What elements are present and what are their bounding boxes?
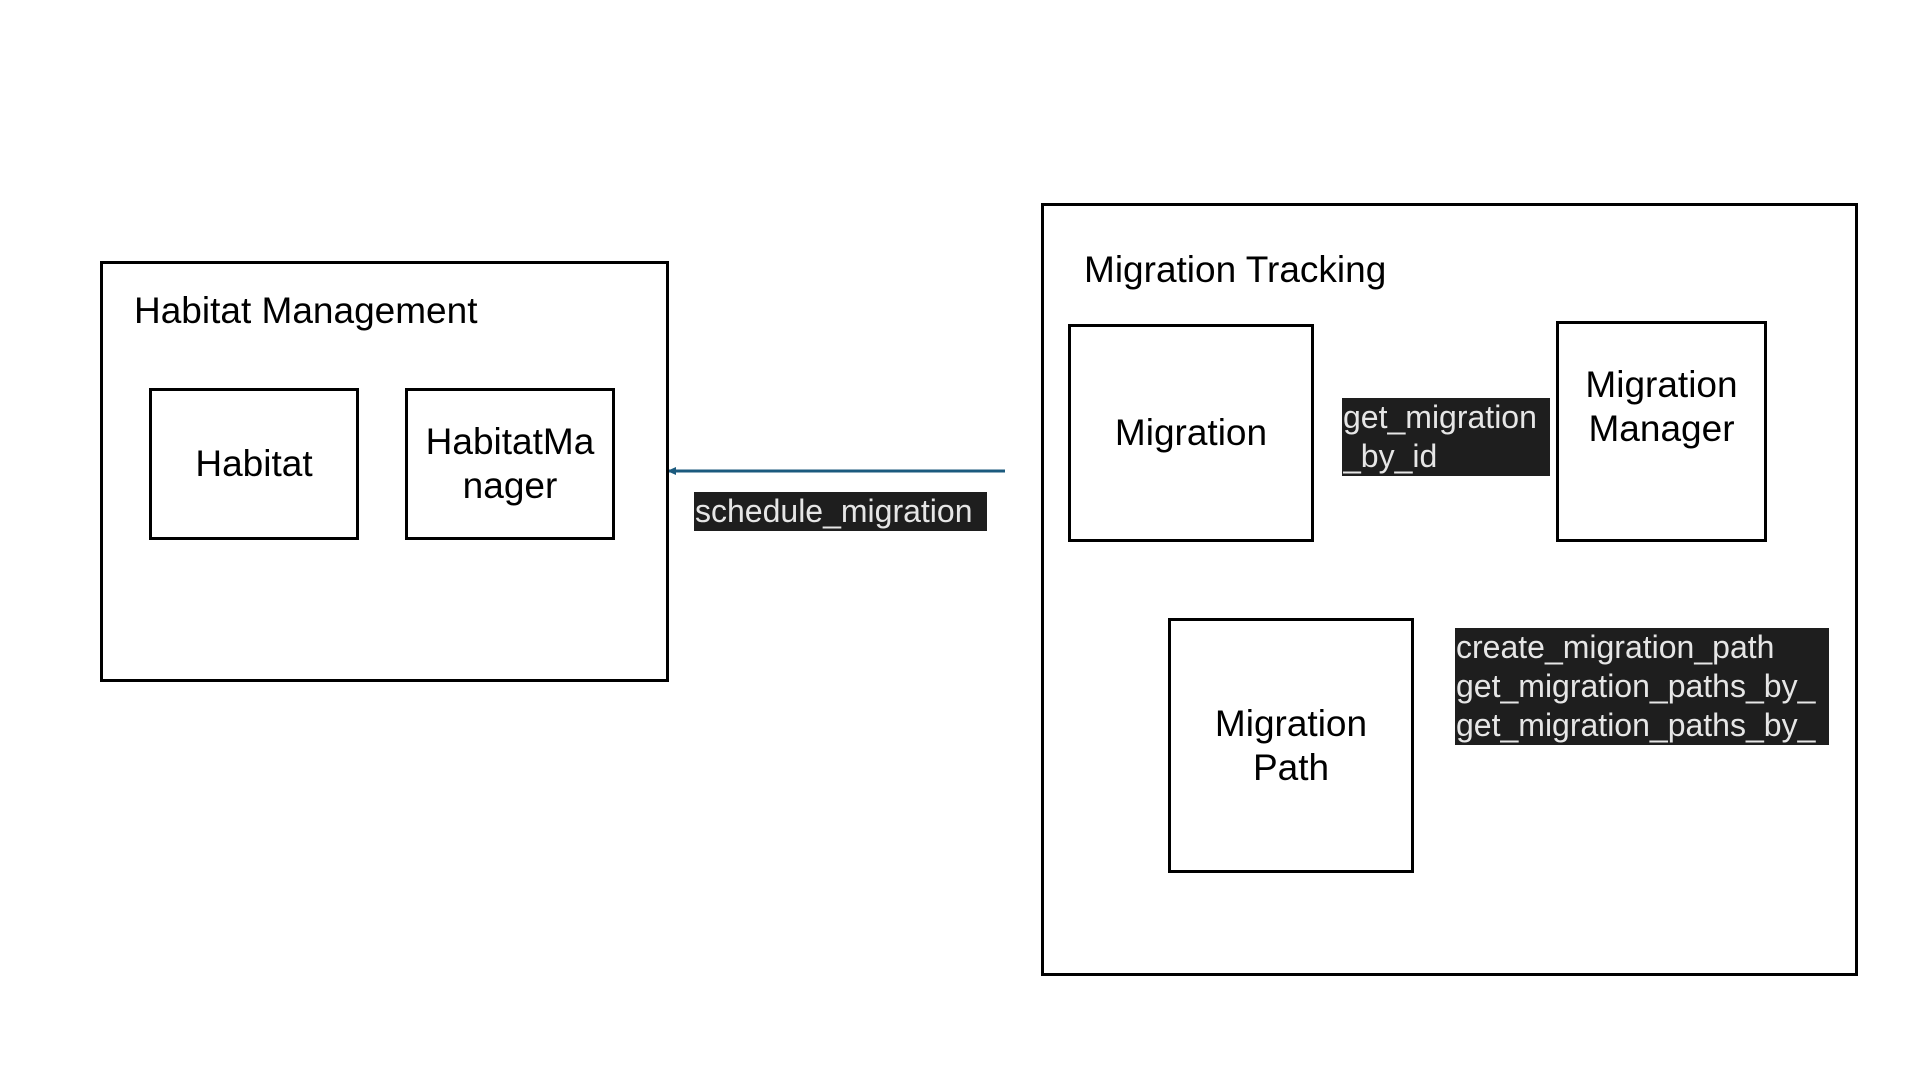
edge-label-migration-path-methods: create_migration_path get_migration_path… [1455, 628, 1829, 745]
habitat-node-label: Habitat [195, 443, 313, 484]
migration-manager-node: Migration Manager [1556, 321, 1767, 542]
habitat-manager-label-line-1: HabitatMa [425, 421, 595, 462]
migration-tracking-title: Migration Tracking [1084, 249, 1387, 290]
edge-label-migration-path-methods-line-2: get_migration_paths_by_ [1456, 668, 1816, 704]
migration-node-label: Migration [1114, 412, 1268, 453]
edge-label-migration-path-methods-line-1: create_migration_path [1456, 629, 1775, 665]
edge-label-get-migration-by-id-line-2: _by_id [1343, 437, 1439, 476]
migration-manager-label-line-2: Manager [1588, 407, 1735, 449]
habitat-manager-label-line-2: nager [462, 465, 558, 506]
habitat-node: Habitat [149, 388, 359, 540]
edge-label-migration-path-methods-line-3: get_migration_paths_by_ [1456, 707, 1816, 743]
migration-manager-label-line-1: Migration [1585, 363, 1738, 405]
habitat-management-title: Habitat Management [134, 290, 478, 331]
edge-label-get-migration-by-id: get_migration _by_id [1342, 398, 1550, 476]
habitat-manager-node: HabitatMa nager [405, 388, 615, 540]
migration-path-label-line-2: Path [1252, 746, 1330, 788]
migration-tracking-container: Migration Tracking [1041, 203, 1858, 976]
migration-node: Migration [1068, 324, 1314, 542]
migration-path-node: Migration Path [1168, 618, 1414, 873]
edge-label-schedule-migration: schedule_migration [694, 492, 987, 531]
edge-label-schedule-migration-line-1: schedule_migration [695, 493, 973, 529]
migration-path-label-line-1: Migration [1214, 702, 1368, 744]
edge-label-get-migration-by-id-line-1: get_migration [1343, 399, 1537, 435]
